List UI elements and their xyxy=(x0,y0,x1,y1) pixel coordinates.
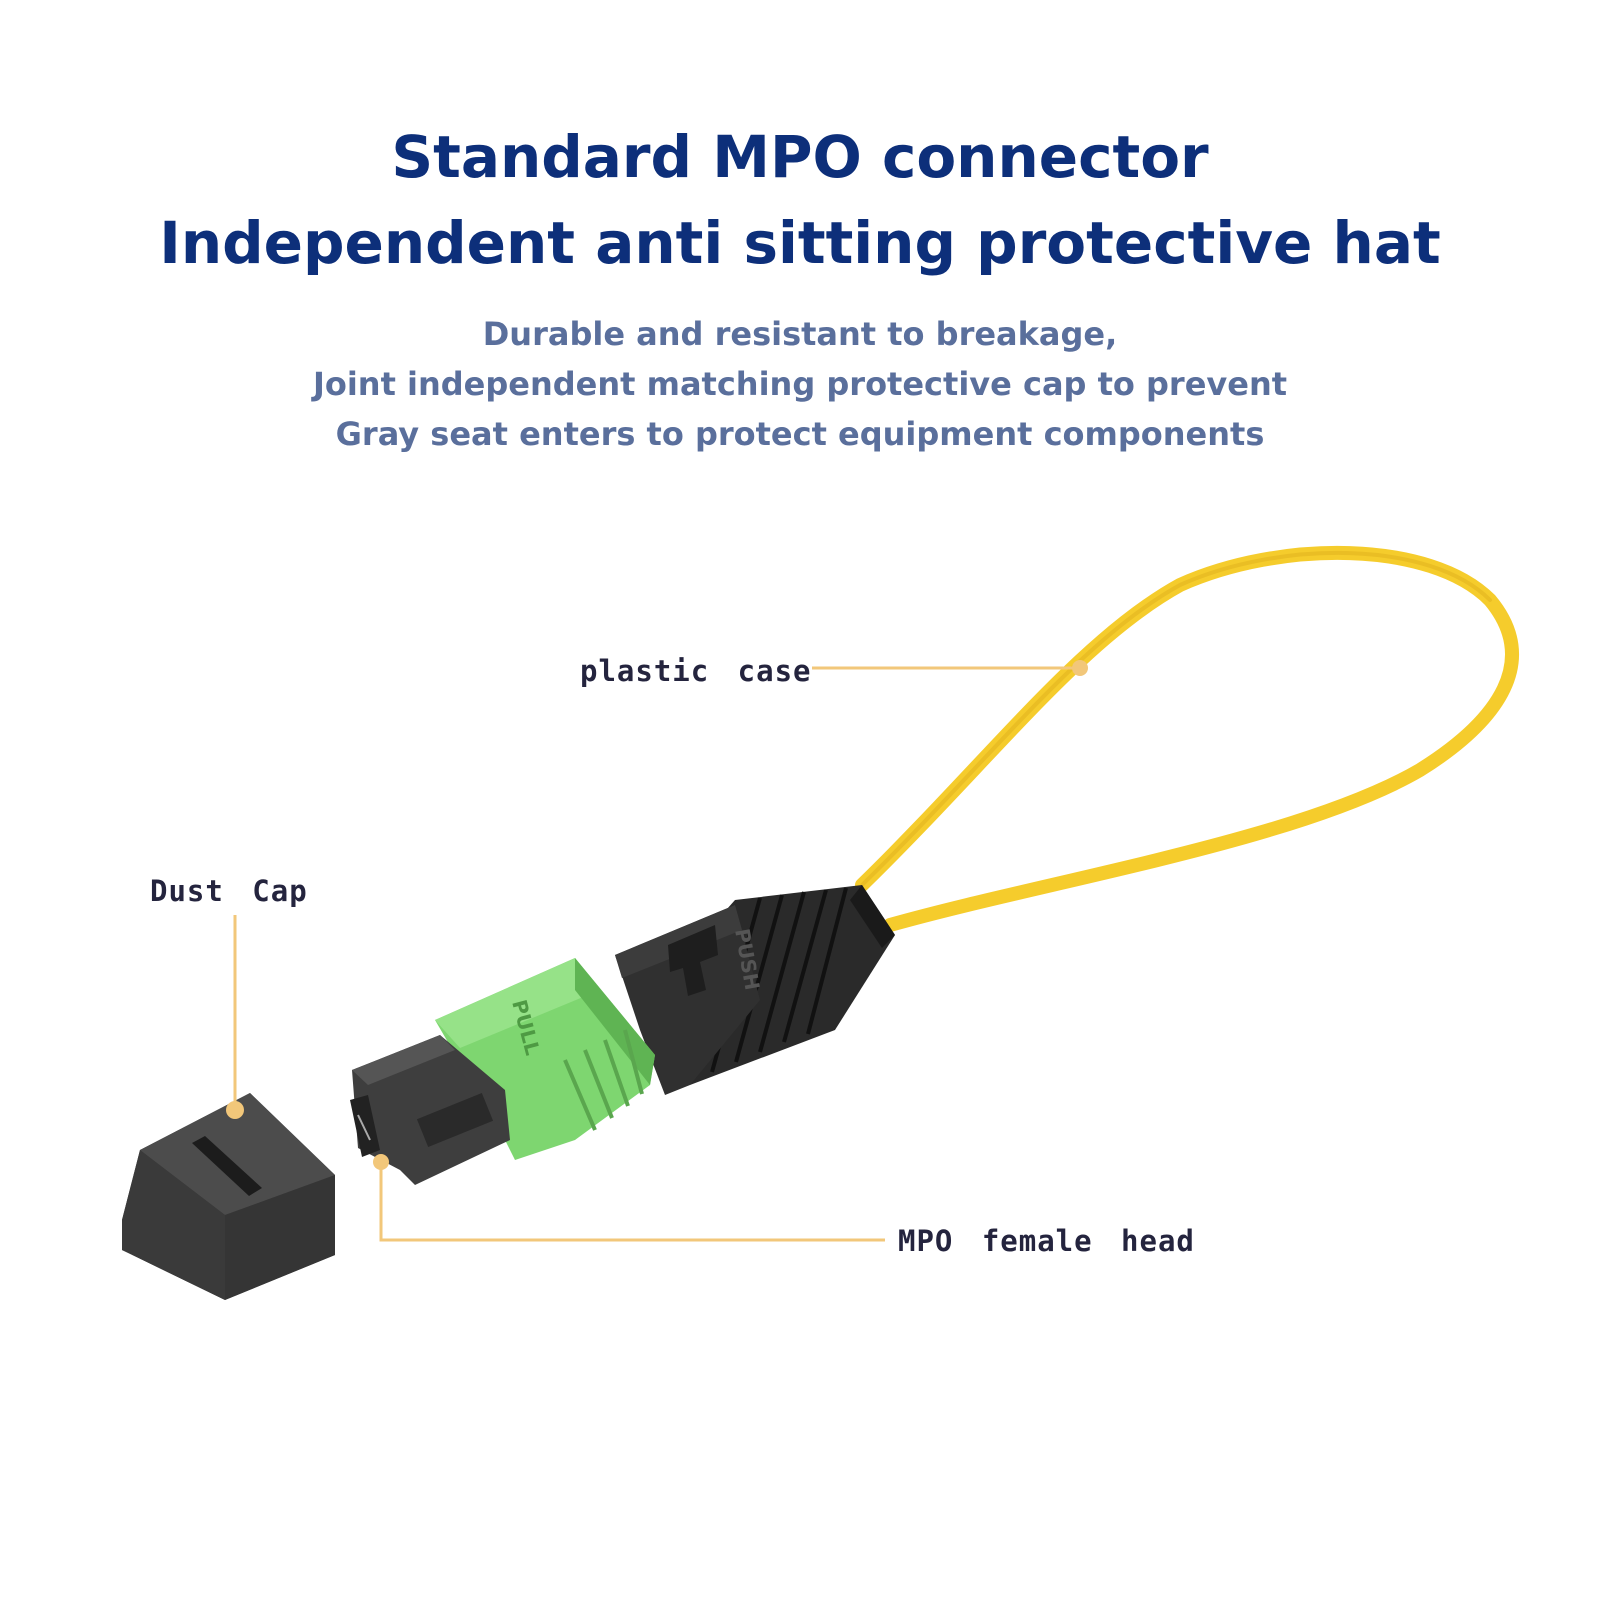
dust-cap xyxy=(122,1093,335,1300)
connector-housing: PUSH xyxy=(615,905,764,1095)
ferrule-head xyxy=(350,1035,510,1185)
label-plastic-case: plastic case xyxy=(580,654,812,688)
subtitle-line-1: Durable and resistant to breakage, xyxy=(482,315,1118,353)
title-line-2: Independent anti sitting protective hat xyxy=(159,209,1441,277)
fiber-cable-upper xyxy=(855,545,1520,932)
callout-dot-dust-cap xyxy=(226,1101,244,1119)
callout-dot-mpo-female-head xyxy=(373,1154,389,1170)
label-dust-cap: Dust Cap xyxy=(150,874,308,908)
callout-line-mpo-female-head xyxy=(379,1162,885,1242)
subtitle-line-2: Joint independent matching protective ca… xyxy=(312,365,1288,403)
label-mpo-female-head: MPO female head xyxy=(898,1224,1195,1258)
callout-dot-plastic-case xyxy=(1072,660,1088,676)
title-line-1: Standard MPO connector xyxy=(391,123,1209,191)
subtitle-line-3: Gray seat enters to protect equipment co… xyxy=(335,415,1265,453)
fiber-cable-shade xyxy=(860,550,1492,887)
